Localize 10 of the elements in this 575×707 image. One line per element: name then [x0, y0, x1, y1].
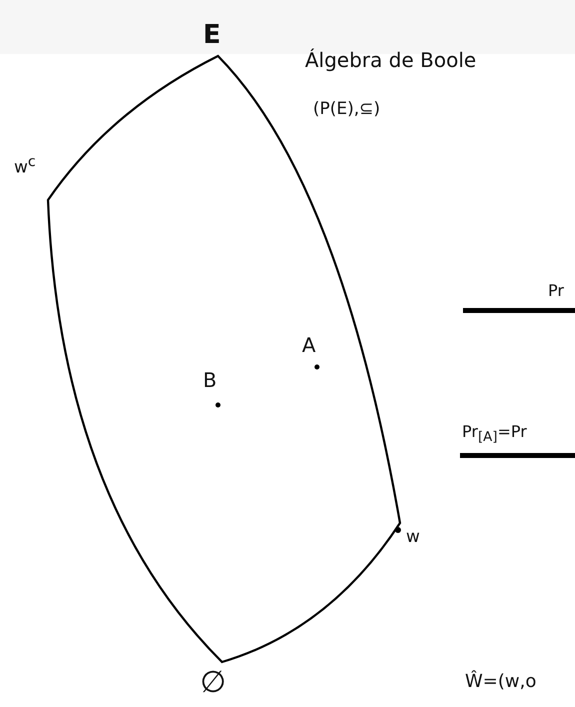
label-text: w — [406, 529, 420, 546]
label-text: Álgebra de Boole — [305, 50, 476, 70]
label-text: E — [203, 22, 221, 48]
label-text: ∅ — [200, 668, 226, 698]
label-text: Pr$_{[A]}$=Pr — [462, 424, 527, 445]
label-text: A — [302, 335, 316, 355]
label-text: w$^{c}$ — [14, 155, 36, 177]
label-text: (P(E),⊆) — [313, 101, 380, 118]
label-text: Pr — [548, 283, 564, 299]
label-text: B — [203, 370, 217, 390]
